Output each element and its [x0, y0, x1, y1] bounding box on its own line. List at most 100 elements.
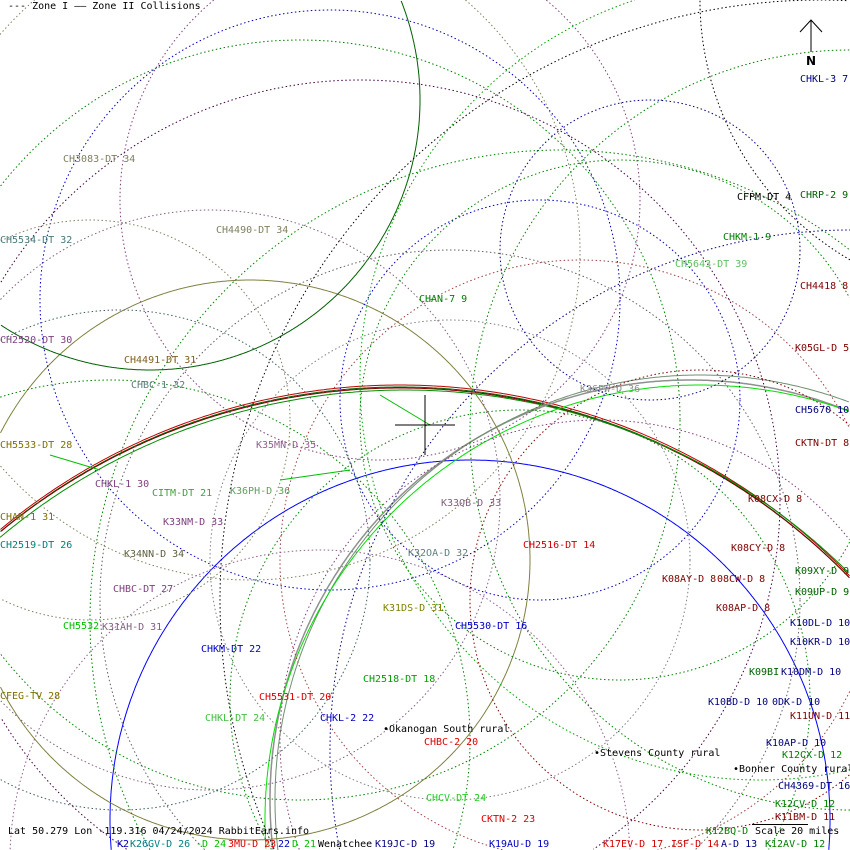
station-label[interactable]: K34NN-D 34	[124, 549, 185, 560]
station-label[interactable]: CHKL-2 22	[320, 713, 375, 724]
station-label[interactable]: CH2520-DT 30	[0, 335, 73, 346]
coverage-contour	[0, 0, 581, 581]
station-label[interactable]: K19JC-D 19	[375, 839, 436, 850]
station-label[interactable]: CHKL-DT 24	[205, 713, 266, 724]
station-label[interactable]: K32OA-D 32	[408, 548, 469, 559]
coverage-contour	[89, 149, 850, 850]
station-label[interactable]: K33QB-D 33	[441, 498, 502, 509]
coverage-contour	[699, 0, 850, 261]
station-label[interactable]: CHRP-2 9	[800, 190, 849, 201]
station-label[interactable]: CH2518-DT 18	[363, 674, 436, 685]
place-bonner-county: •Bonner County rural	[733, 764, 850, 775]
station-label[interactable]: K10BD-D 10	[708, 697, 769, 708]
scale-bar	[752, 824, 808, 825]
station-label[interactable]: CH4369-DT 16	[778, 781, 850, 792]
coverage-contour	[359, 0, 850, 781]
station-label[interactable]: CHKM-1 9	[723, 232, 772, 243]
station-label[interactable]: CH4490-DT 34	[216, 225, 289, 236]
station-label[interactable]: 0DK-D 10	[772, 697, 821, 708]
station-label[interactable]: K12CV-D 12	[775, 799, 836, 810]
coverage-contour	[339, 199, 741, 601]
station-label[interactable]: CH5534-DT 32	[0, 235, 73, 246]
station-label[interactable]: CHAN-1 31	[0, 512, 55, 523]
coverage-contour	[264, 384, 849, 849]
collision-line	[379, 394, 431, 426]
station-label[interactable]: 3MU-D 23	[228, 839, 277, 850]
station-label[interactable]: CH4418 8	[800, 281, 849, 292]
station-label[interactable]: CHAN-7 9	[419, 294, 468, 305]
coverage-contour	[0, 309, 371, 811]
collision-line	[279, 469, 351, 481]
station-label[interactable]: CHBC-2 20	[424, 737, 479, 748]
station-label[interactable]: K10DM-D 10	[781, 667, 842, 678]
station-label[interactable]: CH5531-DT 20	[259, 692, 332, 703]
station-label[interactable]: CHBC-1 32	[131, 380, 186, 391]
station-label[interactable]: K17EV-D 17	[603, 839, 664, 850]
station-label[interactable]: CH5533-DT 28	[0, 440, 73, 451]
station-label[interactable]: K12AV-D 12	[765, 839, 826, 850]
coverage-contour	[499, 99, 801, 401]
station-label[interactable]: K12BQ-D	[706, 826, 749, 837]
legend: --- Zone I —— Zone II Collisions	[8, 1, 201, 12]
station-label[interactable]: K08CY-D 8	[731, 543, 786, 554]
station-label[interactable]: CKTN-2 23	[481, 814, 536, 825]
station-label[interactable]: CFPM-DT 4	[737, 192, 792, 203]
station-label[interactable]: CH5643-DT 39	[675, 259, 748, 270]
station-label[interactable]: K05GL-D 5	[795, 343, 850, 354]
coverage-contour	[274, 374, 849, 850]
station-label[interactable]: -D 24	[196, 839, 227, 850]
coverage-contour	[469, 369, 850, 831]
station-label[interactable]: 22	[278, 839, 291, 850]
station-label[interactable]: CITM-DT 21	[152, 488, 213, 499]
station-label[interactable]: CH5670 10	[795, 405, 850, 416]
station-label[interactable]: K35MN-D 35	[256, 440, 317, 451]
coverage-contour	[39, 9, 621, 591]
station-label[interactable]: A-D 13	[721, 839, 758, 850]
station-label[interactable]: CH2516-DT 14	[523, 540, 596, 551]
station-label[interactable]: K12CX-D 12	[782, 750, 843, 761]
station-label[interactable]: K26GV-D 26	[130, 839, 191, 850]
station-label[interactable]: K09UP-D 9	[795, 587, 850, 598]
station-label[interactable]: K19AU-D 19	[489, 839, 550, 850]
station-label[interactable]: CHBC-DT 27	[113, 584, 174, 595]
station-label[interactable]: K11BM-D 11	[775, 812, 836, 823]
station-label[interactable]: K08CX-D 8	[748, 494, 803, 505]
station-label[interactable]: CHKL-1 30	[95, 479, 150, 490]
station-label[interactable]: CH5532	[63, 621, 100, 632]
station-label[interactable]: K09XY-D 9	[795, 566, 850, 577]
station-label[interactable]: CHKM-DT 22	[201, 644, 262, 655]
station-label[interactable]: K09BI	[749, 667, 780, 678]
station-label[interactable]: K2	[117, 839, 130, 850]
station-label[interactable]: K10AP-D 10	[766, 738, 827, 749]
coverage-contour	[0, 39, 681, 801]
station-label[interactable]: K10DL-D 10	[790, 618, 850, 629]
station-label[interactable]: CH3083-DT 34	[63, 154, 136, 165]
place-okanogan-south: •Okanogan South rural	[383, 724, 510, 735]
station-label[interactable]: K10KR-D 10	[790, 637, 850, 648]
station-label[interactable]: D 21	[292, 839, 317, 850]
station-label[interactable]: CKTN-DT 8	[795, 438, 850, 449]
station-label[interactable]: CH2519-DT 26	[0, 540, 73, 551]
station-label[interactable]: CFEG-TV 28	[0, 691, 61, 702]
station-label[interactable]: CH5530-DT 16	[455, 621, 528, 632]
station-label[interactable]: K08AP-D 8	[716, 603, 771, 614]
coverage-contour	[0, 387, 850, 578]
station-label[interactable]: K36PW-D 36	[580, 384, 641, 395]
station-label[interactable]: CH4491-DT 31	[124, 355, 197, 366]
coverage-contour	[0, 79, 781, 850]
coverage-contour	[0, 279, 531, 841]
coverage-contour	[279, 419, 850, 850]
station-label[interactable]: K36PH-D 36	[230, 486, 291, 497]
station-label[interactable]: K08AY-D 8	[662, 574, 717, 585]
station-label[interactable]: 08CW-D 8	[717, 574, 766, 585]
station-label[interactable]: K33NM-D 33	[163, 517, 224, 528]
coverage-contour	[269, 379, 850, 850]
station-label[interactable]: CHCV-DT 24	[426, 793, 487, 804]
coverage-contour	[9, 549, 631, 850]
station-label[interactable]: K11UN-D 11	[790, 711, 850, 722]
station-label[interactable]: K31AH-D 31	[102, 622, 163, 633]
station-label[interactable]: ISF-D 14	[671, 839, 720, 850]
station-label[interactable]: CHKL-3 7	[800, 74, 849, 85]
station-label[interactable]: K31DS-D 31	[383, 603, 444, 614]
